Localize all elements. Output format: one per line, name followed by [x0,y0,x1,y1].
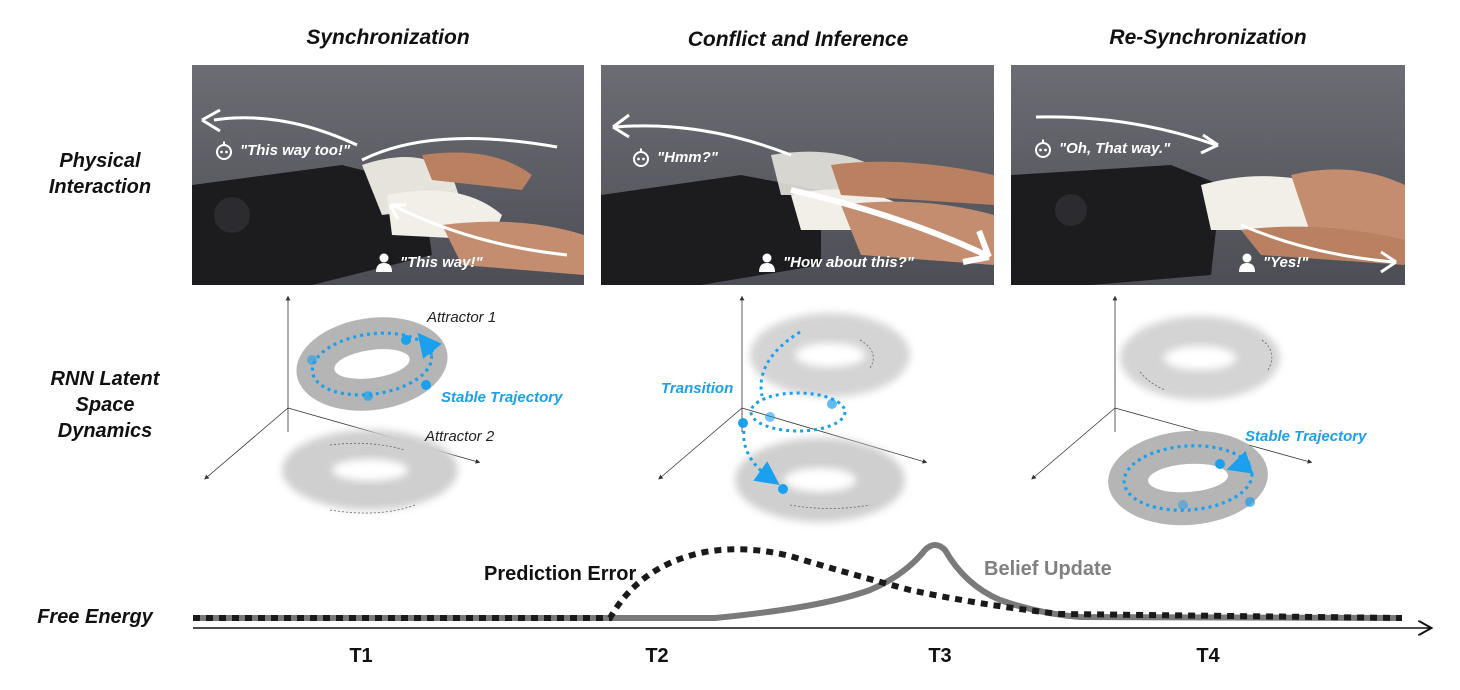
free-energy-plot [193,542,1460,645]
tick-t3: T3 [928,645,952,667]
robot-icon [631,147,651,167]
human-speech: "This way!" [400,253,483,271]
robot-speech: "Hmm?" [657,148,718,166]
human-speech: "Yes!" [1263,253,1309,271]
robot-icon [1033,138,1053,158]
stage-title-conflict: Conflict and Inference [687,28,909,51]
person-icon [1237,252,1257,272]
belief-update-label: Belief Update [984,558,1112,580]
row-label-free-energy: Free Energy [37,606,153,628]
stable-trajectory-label-3: Stable Trajectory [1245,428,1367,445]
photo-resynchronization: "Oh, That way." "Yes!" [1011,65,1405,285]
tick-t1: T1 [349,645,373,667]
prediction-error-curve [193,546,1403,621]
latent-space-diagrams [204,295,1313,526]
human-speech: "How about this?" [783,253,914,271]
stable-trajectory-label-1: Stable Trajectory [441,389,563,406]
latent-panel-3 [1031,295,1313,526]
stage-title-resynchronization: Re-Synchronization [1109,26,1307,49]
attractor-1-label: Attractor 1 [427,309,497,326]
person-icon [374,252,394,272]
robot-icon [214,140,234,160]
latent-panel-1 [204,295,481,514]
belief-update-curve [193,542,1403,621]
robot-speech: "This way too!" [240,141,351,159]
tick-t4: T4 [1196,645,1220,667]
photo-synchronization: "This way too!" "This way!" [192,65,584,285]
photo-conflict: "Hmm?" "How about this?" [601,65,994,285]
row-label-physical-interaction: Physical Interaction [48,150,152,198]
stage-title-synchronization: Synchronization [306,26,470,49]
row-label-rnn-latent: RNN Latent Space Dynamics [50,368,160,442]
tick-t2: T2 [645,645,669,667]
person-icon [757,252,777,272]
attractor-2-label: Attractor 2 [425,428,495,445]
latent-panel-2 [658,295,928,522]
prediction-error-label: Prediction Error [484,563,637,585]
transition-label: Transition [661,380,734,397]
robot-speech: "Oh, That way." [1059,139,1171,157]
